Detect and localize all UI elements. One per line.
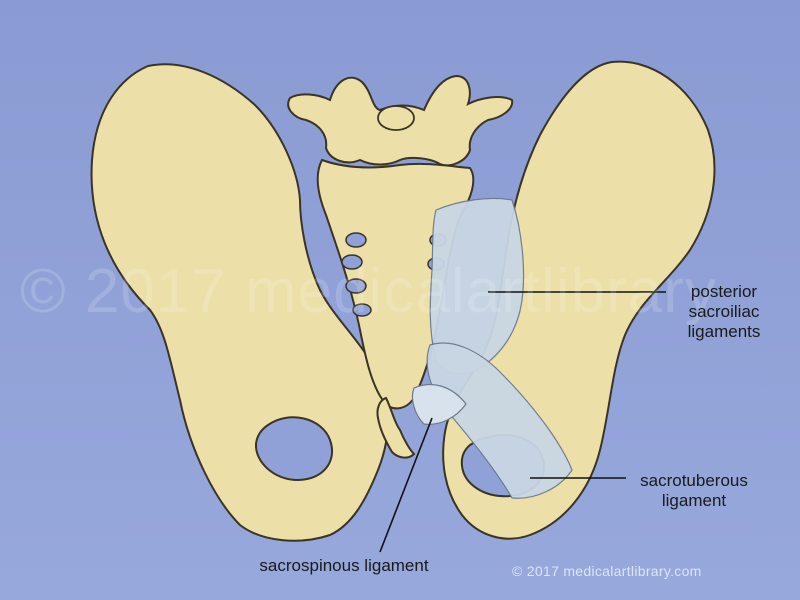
left-obturator-foramen	[254, 416, 333, 482]
label-line: ligaments	[687, 322, 761, 341]
sacral-foramen	[345, 278, 367, 294]
leader-line-sacrospinous	[379, 417, 433, 553]
coccyx	[376, 396, 416, 459]
label-line: ligament	[661, 491, 727, 510]
label-sacrospinous-ligament: sacrospinous ligament	[259, 556, 429, 575]
watermark: © 2017 medicalartlibrary	[20, 257, 717, 326]
sacrospinous-ligament	[411, 383, 467, 425]
label-posterior-sacroiliac-ligaments: posterior sacroiliac ligaments	[666, 282, 782, 342]
sacral-foramen	[341, 254, 363, 270]
label-line: sacroiliac	[688, 302, 760, 321]
sacral-foramen	[352, 303, 372, 317]
sacral-foramen	[345, 232, 367, 248]
label-line: sacrotuberous	[640, 471, 748, 490]
vertebral-body	[377, 105, 415, 131]
label-sacrotuberous-ligament: sacrotuberous ligament	[626, 471, 762, 511]
label-line: posterior	[690, 282, 758, 301]
copyright-notice: © 2017 medicalartlibrary.com	[512, 563, 702, 579]
